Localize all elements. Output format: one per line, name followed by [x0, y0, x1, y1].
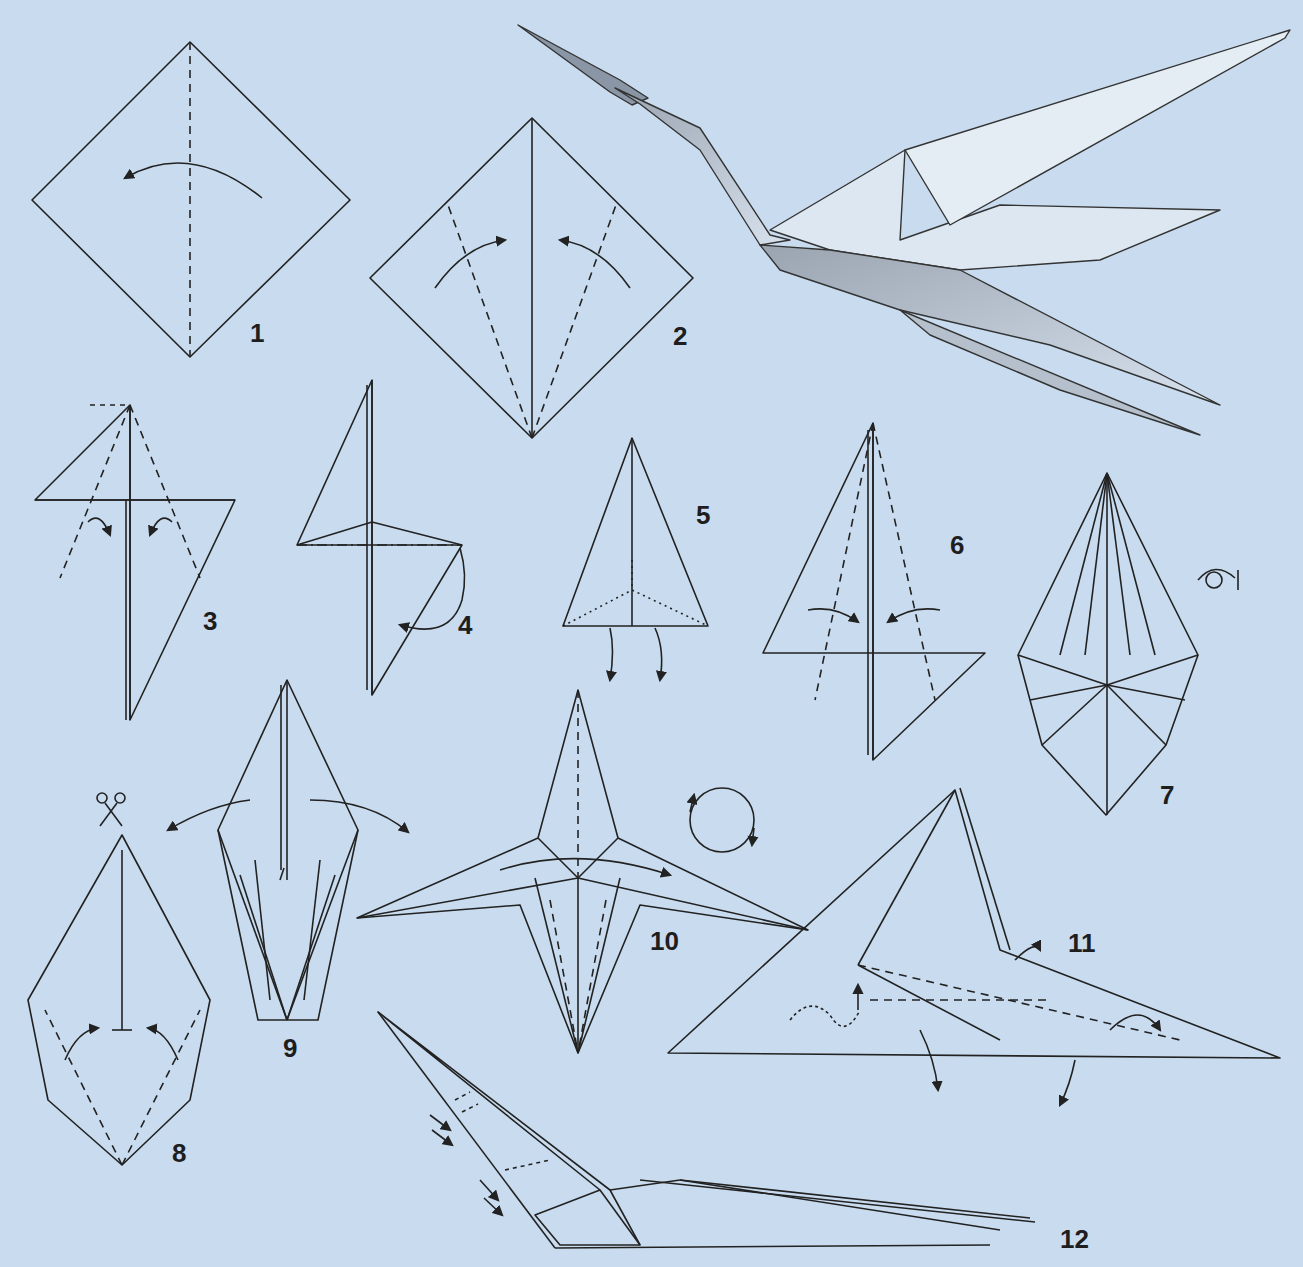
step-number: 7	[1160, 782, 1174, 808]
step-number: 12	[1060, 1226, 1089, 1252]
step-number: 11	[1068, 930, 1096, 956]
step-number: 4	[458, 612, 472, 638]
step-number: 6	[950, 532, 964, 558]
step-number: 8	[172, 1140, 186, 1166]
step-number: 1	[250, 320, 264, 346]
step-number: 3	[203, 608, 217, 634]
step-number: 2	[673, 323, 687, 349]
step-number: 10	[650, 928, 679, 954]
step-number: 5	[696, 502, 710, 528]
step-number: 9	[283, 1035, 297, 1061]
